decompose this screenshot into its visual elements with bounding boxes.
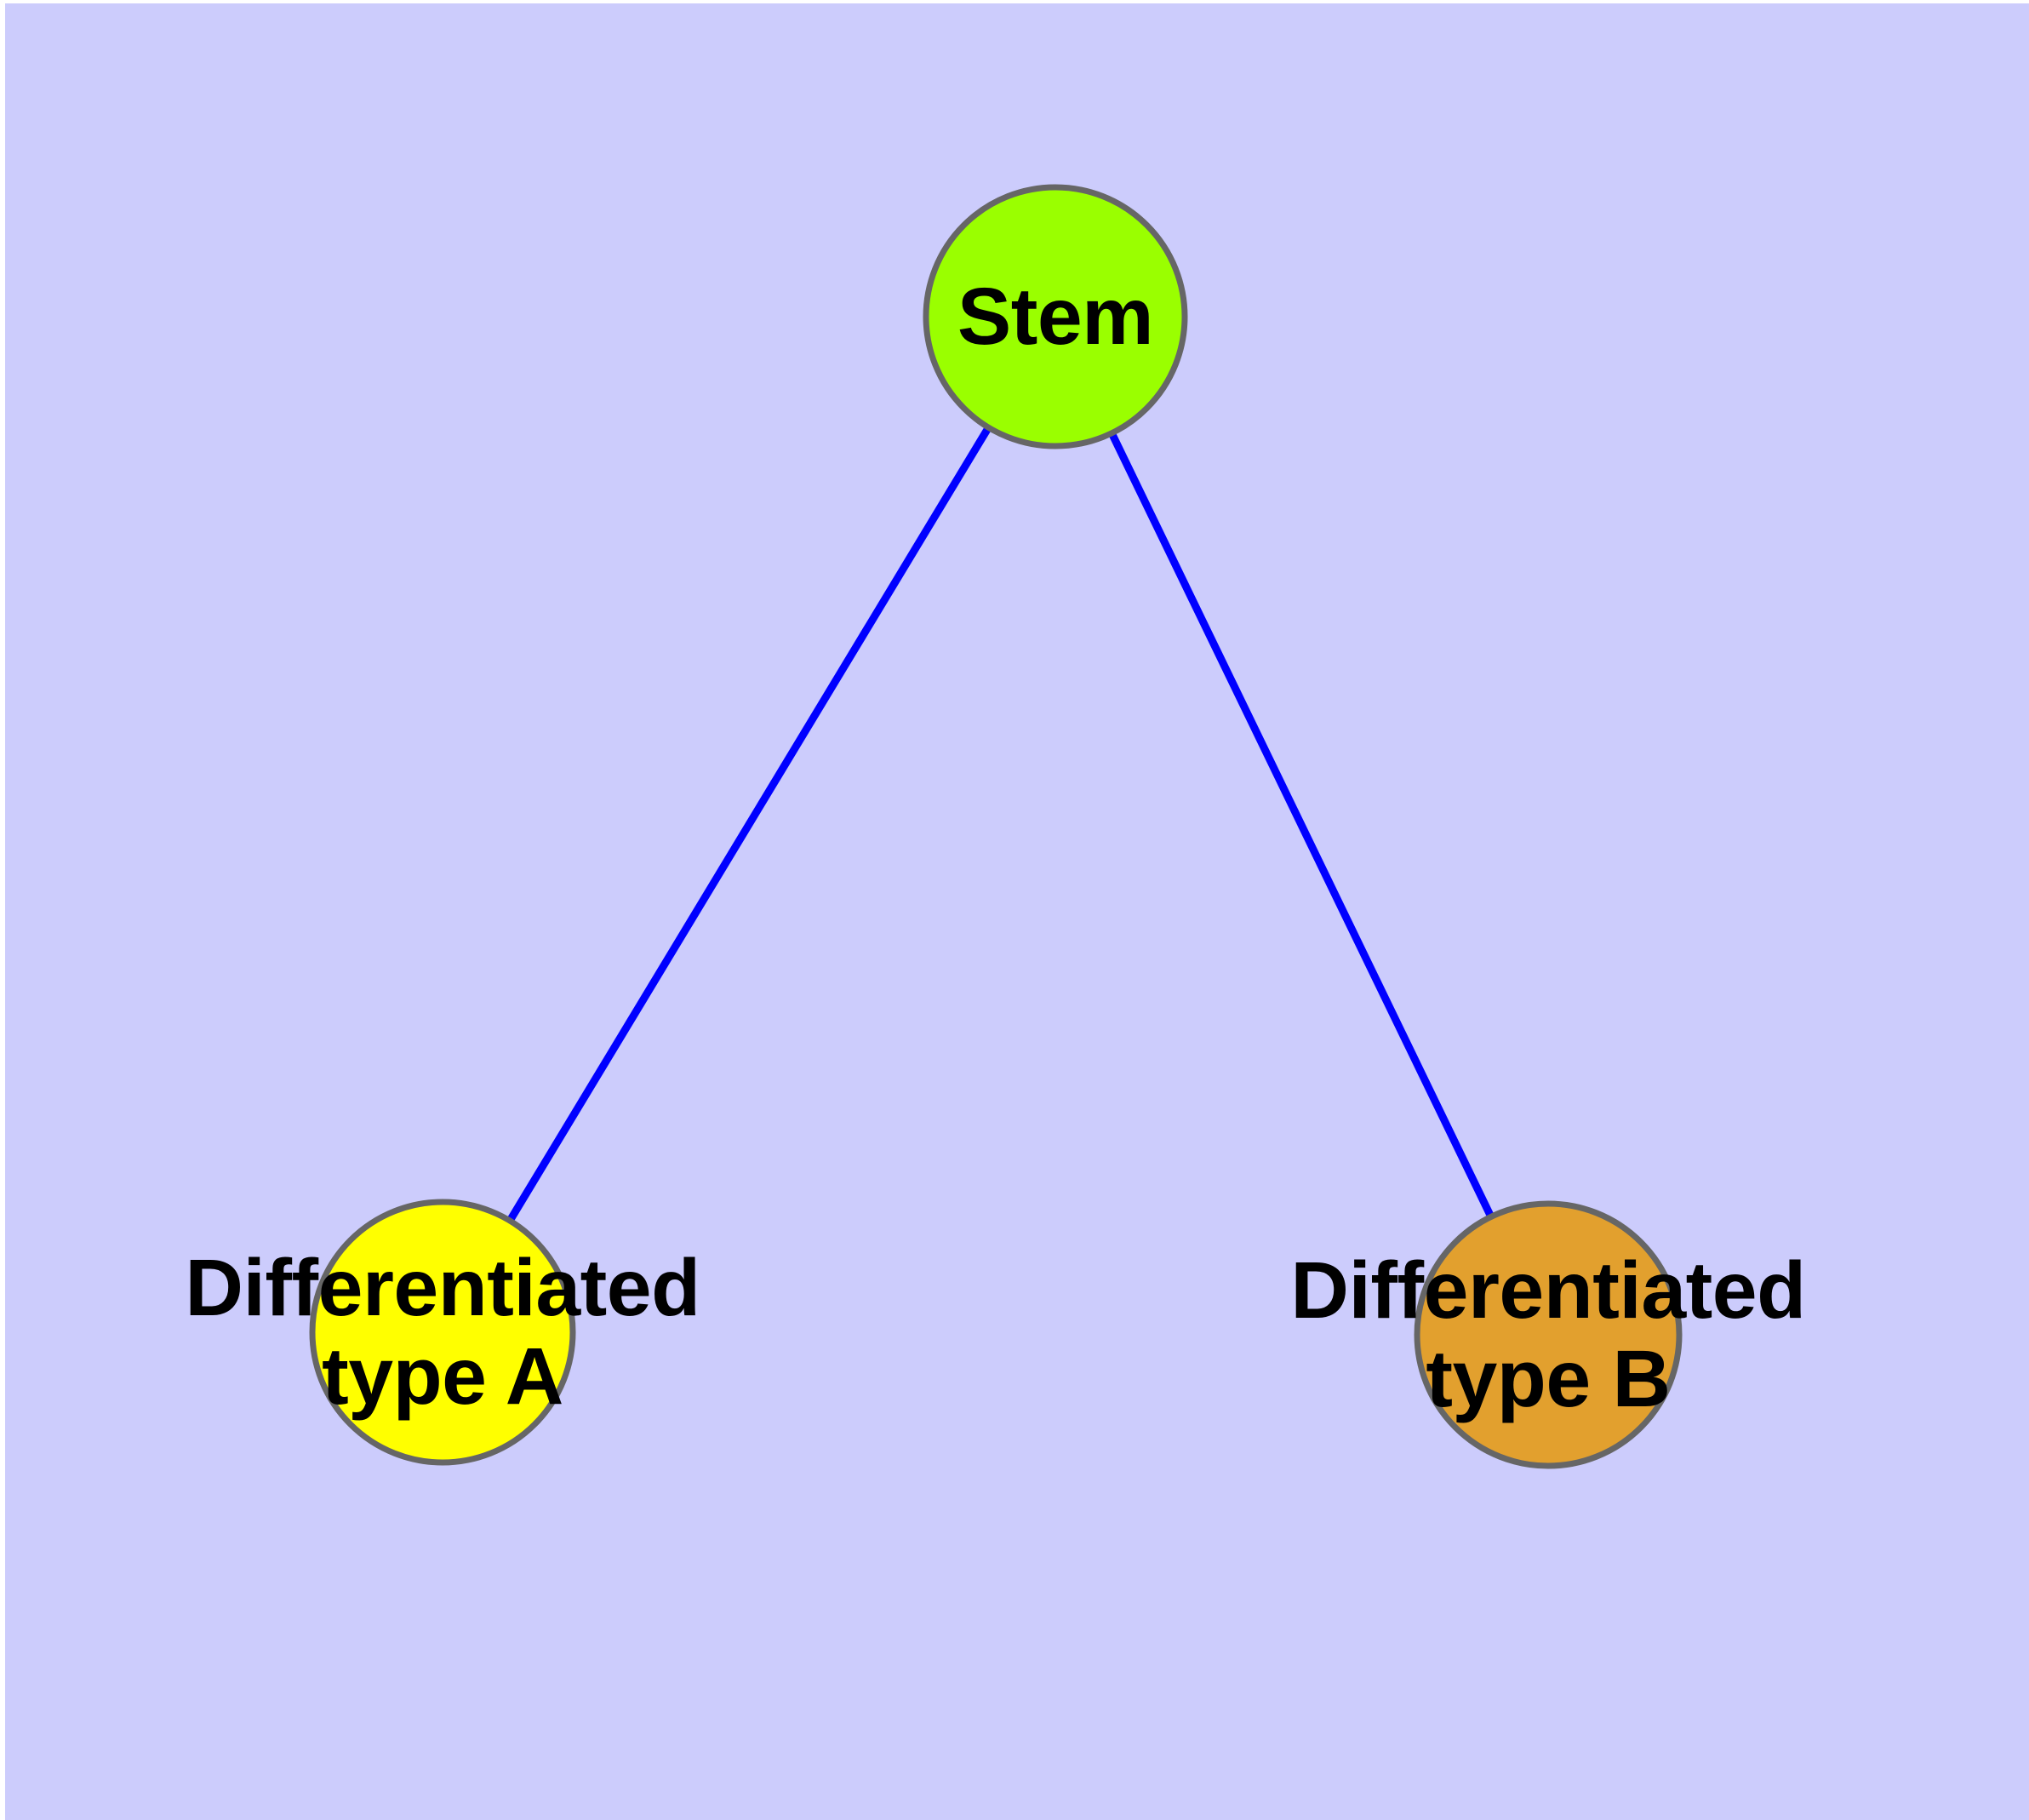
graph-node-diff_b[interactable] (1414, 1200, 1683, 1469)
node-hit-stem[interactable] (926, 187, 1185, 446)
node-hit-diff_b[interactable] (1417, 1204, 1679, 1466)
graph-edge (1051, 315, 1552, 1336)
graph-edge (439, 314, 1059, 1335)
nodes-layer (309, 184, 1683, 1469)
edges-layer (439, 314, 1552, 1336)
graph-node-stem[interactable] (923, 184, 1188, 449)
graph-node-diff_a[interactable] (309, 1199, 576, 1466)
node-hit-diff_a[interactable] (312, 1202, 573, 1462)
